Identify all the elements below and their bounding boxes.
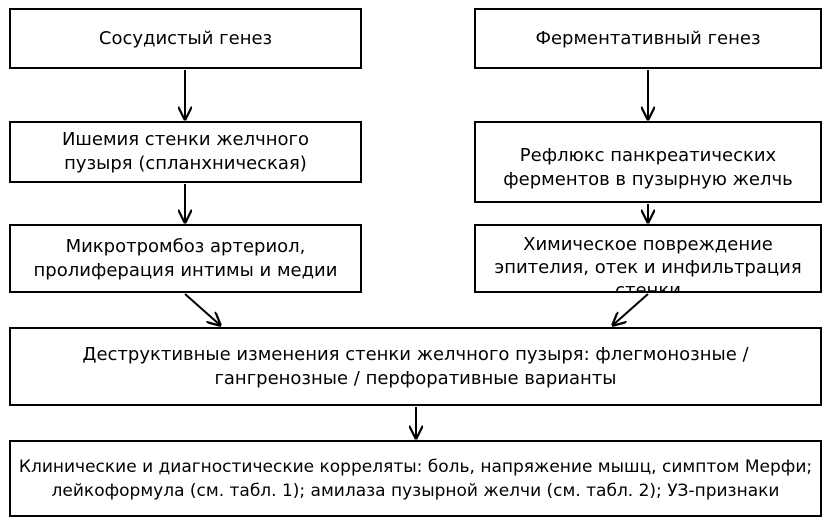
reflux-line-1: Рефлюкс панкреатических: [519, 145, 777, 166]
ischemia-box: Ишемия стенки желчного пузыря (спланхнич…: [9, 121, 362, 183]
chemical-damage-text: Химическое повреждение эпителия, отек и …: [494, 233, 802, 293]
vascular-genesis-label: Сосудистый генез: [98, 27, 273, 49]
microthrombosis-box: Микротромбоз артериол, пролиферация инти…: [9, 224, 362, 293]
destructive-changes-line-1: Деструктивные изменения стенки желчного …: [82, 343, 749, 365]
clinical-correlates-text: Клинические и диагностические корреляты:…: [19, 455, 812, 503]
clinical-correlates-box: Клинические и диагностические корреляты:…: [9, 440, 822, 517]
arrow-chemical-to-destructive: [613, 293, 649, 325]
destructive-changes-box: Деструктивные изменения стенки желчного …: [9, 327, 822, 406]
microthrombosis-text: Микротромбоз артериол, пролиферация инти…: [34, 235, 338, 283]
chemical-damage-line-3: стенки: [615, 280, 681, 293]
reflux-box: Рефлюкс панкреатических ферментов в пузы…: [474, 121, 822, 203]
microthrombosis-line-1: Микротромбоз артериол,: [65, 235, 306, 257]
chemical-damage-line-1: Химическое повреждение: [523, 234, 773, 255]
enzymatic-genesis-box: Ферментативный генез: [474, 8, 822, 69]
enzymatic-genesis-label: Ферментативный генез: [535, 27, 761, 49]
microthrombosis-line-2: пролиферация интимы и медии: [33, 259, 338, 281]
destructive-changes-text: Деструктивные изменения стенки желчного …: [82, 343, 748, 391]
vascular-genesis-box: Сосудистый генез: [9, 8, 362, 69]
destructive-changes-line-2: гангренозные / перфоративные варианты: [214, 367, 617, 389]
reflux-text: Рефлюкс панкреатических ферментов в пузы…: [503, 144, 792, 192]
chemical-damage-box: Химическое повреждение эпителия, отек и …: [474, 224, 822, 293]
chemical-damage-line-2: эпителия, отек и инфильтрация: [494, 257, 802, 278]
ischemia-line-2: пузыря (спланхническая): [64, 153, 307, 174]
clinical-correlates-line-1: Клинические и диагностические корреляты:…: [18, 456, 813, 477]
clinical-correlates-line-2: лейкоформула (см. табл. 1); амилаза пузы…: [51, 480, 780, 501]
arrow-microthrombosis-to-destructive: [184, 293, 220, 325]
ischemia-text: Ишемия стенки желчного пузыря (спланхнич…: [62, 128, 309, 176]
ischemia-line-1: Ишемия стенки желчного: [61, 129, 310, 150]
reflux-line-2: ферментов в пузырную желчь: [503, 169, 793, 190]
